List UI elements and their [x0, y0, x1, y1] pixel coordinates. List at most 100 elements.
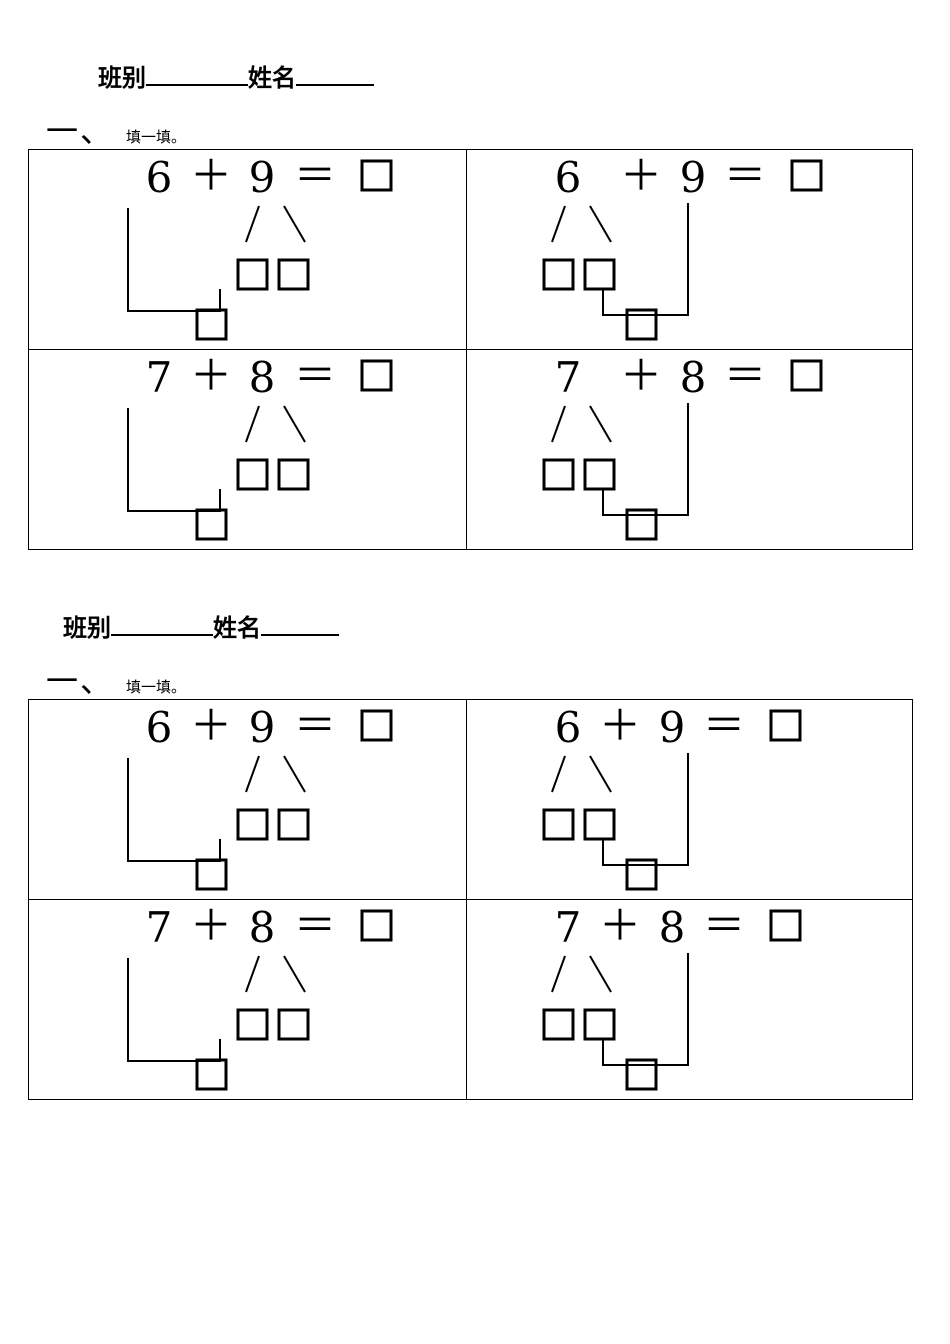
class-name-header: 班别姓名 — [98, 58, 374, 93]
part-box[interactable] — [583, 458, 615, 491]
bracket-line — [601, 753, 689, 866]
addend-a: 6 — [554, 153, 581, 202]
split-line-right — [283, 205, 306, 243]
section-heading: 一、填一填。 — [46, 106, 186, 152]
addend-b: 9 — [249, 703, 276, 752]
addend-a: 7 — [146, 903, 173, 952]
answer-box[interactable] — [360, 709, 393, 742]
problem-cell: 7＋8＝ — [28, 899, 467, 1100]
split-line-right — [283, 955, 306, 993]
part-box[interactable] — [542, 458, 574, 491]
plus-sign: ＋ — [190, 151, 232, 200]
addend-a: 7 — [146, 353, 173, 402]
addend-a: 7 — [554, 903, 581, 952]
bracket-line — [127, 208, 221, 312]
plus-sign: ＋ — [190, 351, 232, 400]
part-box[interactable] — [583, 258, 615, 291]
decomposition-diagram: 7＋8＝ — [127, 351, 393, 541]
bracket-line — [601, 953, 689, 1066]
equals-sign: ＝ — [294, 351, 336, 400]
part-box[interactable] — [236, 258, 269, 291]
part-box[interactable] — [277, 458, 310, 491]
name-blank[interactable] — [261, 612, 339, 636]
decomposition-diagram: 6＋9＝ — [127, 701, 393, 891]
split-line-left — [245, 755, 260, 793]
part-box[interactable] — [583, 808, 615, 841]
split-line-right — [588, 955, 612, 993]
class-label: 班别 — [63, 614, 111, 642]
addend-a: 7 — [554, 353, 581, 402]
split-line-right — [588, 755, 612, 793]
part-box[interactable] — [542, 808, 574, 841]
name-label: 姓名 — [248, 64, 296, 92]
split-line-left — [550, 755, 566, 793]
section-heading: 一、填一填。 — [46, 656, 186, 702]
problem-cell: 6＋9＝ — [28, 149, 467, 350]
decomposition-diagram: 6＋9＝ — [127, 151, 393, 341]
addend-a: 6 — [146, 153, 173, 202]
class-blank[interactable] — [146, 62, 248, 86]
split-line-left — [245, 955, 260, 993]
addend-b: 8 — [679, 353, 706, 402]
sum-ten-box[interactable] — [625, 308, 657, 341]
equals-sign: ＝ — [723, 351, 765, 400]
split-line-left — [245, 405, 260, 443]
part-box[interactable] — [583, 1008, 615, 1041]
part-box[interactable] — [277, 1008, 310, 1041]
part-box[interactable] — [277, 808, 310, 841]
part-box[interactable] — [277, 258, 310, 291]
problem-cell: 6 ＋ 9 ＝ — [465, 699, 913, 900]
bracket-line — [127, 958, 221, 1062]
answer-box[interactable] — [360, 359, 393, 392]
decomposition-diagram: 7＋8＝ — [542, 901, 801, 1091]
equals-sign: ＝ — [702, 701, 744, 750]
addend-b: 9 — [679, 153, 706, 202]
bracket-line — [601, 203, 689, 316]
sum-ten-box[interactable] — [195, 858, 228, 891]
answer-box[interactable] — [360, 909, 393, 942]
split-line-right — [283, 755, 306, 793]
decomposition-diagram: 6 ＋ 9 ＝ — [542, 701, 801, 891]
part-box[interactable] — [236, 1008, 269, 1041]
name-label: 姓名 — [213, 614, 261, 642]
bracket-line — [127, 758, 221, 862]
sum-ten-box[interactable] — [625, 508, 657, 541]
problem-cell: 6＋9＝ — [28, 699, 467, 900]
answer-box[interactable] — [769, 909, 801, 942]
answer-box[interactable] — [769, 709, 801, 742]
sum-ten-box[interactable] — [625, 1058, 657, 1091]
class-blank[interactable] — [111, 612, 213, 636]
equals-sign: ＝ — [294, 701, 336, 750]
part-box[interactable] — [542, 258, 574, 291]
decomposition-diagram: 6＋9＝ — [542, 151, 822, 341]
split-line-right — [588, 405, 612, 443]
addend-a: 6 — [146, 703, 173, 752]
sum-ten-box[interactable] — [195, 308, 228, 341]
addend-b: 9 — [658, 703, 685, 752]
equals-sign: ＝ — [294, 151, 336, 200]
sum-ten-box[interactable] — [195, 1058, 228, 1091]
part-box[interactable] — [236, 458, 269, 491]
problem-cell: 7＋8＝ — [28, 349, 467, 550]
sum-ten-box[interactable] — [195, 508, 228, 541]
name-blank[interactable] — [296, 62, 374, 86]
decomposition-diagram: 7＋8＝ — [542, 351, 822, 541]
plus-sign: ＋ — [598, 701, 640, 750]
sum-ten-box[interactable] — [625, 858, 657, 891]
addend-b: 8 — [658, 903, 685, 952]
addend-a: 6 — [554, 703, 581, 752]
class-name-header: 班别 姓名 — [63, 608, 339, 643]
plus-sign: ＋ — [619, 151, 661, 200]
section-number: 一、 — [46, 112, 115, 150]
answer-box[interactable] — [790, 359, 822, 392]
split-line-right — [588, 205, 612, 243]
addend-b: 8 — [249, 903, 276, 952]
plus-sign: ＋ — [190, 901, 232, 950]
part-box[interactable] — [542, 1008, 574, 1041]
plus-sign: ＋ — [598, 901, 640, 950]
answer-box[interactable] — [360, 159, 393, 192]
answer-box[interactable] — [790, 159, 822, 192]
part-box[interactable] — [236, 808, 269, 841]
split-line-left — [550, 405, 566, 443]
section-instruction: 填一填。 — [126, 128, 187, 146]
